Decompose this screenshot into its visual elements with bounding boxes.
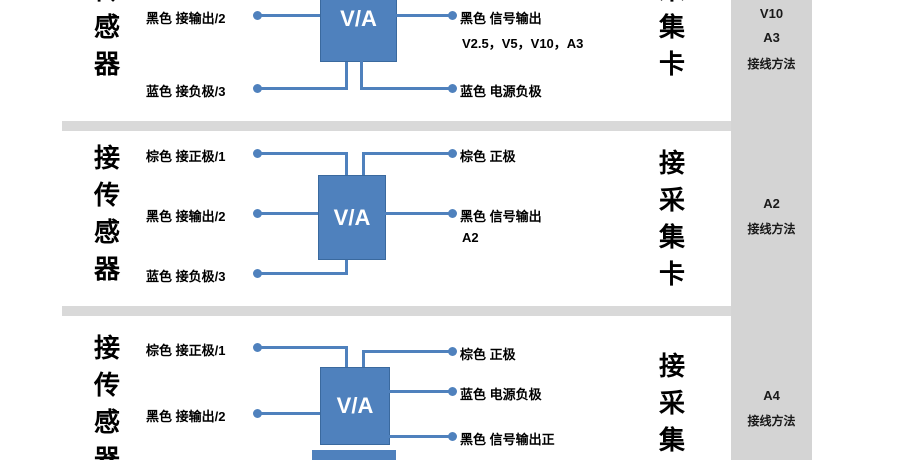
wire-terminal-dot <box>448 347 457 356</box>
left-wire-label: 棕色 接正极/1 <box>146 343 226 358</box>
partial-module-cutoff <box>312 450 396 460</box>
right-wire-label: 黑色 信号输出正 <box>460 432 555 447</box>
wire-segment <box>395 14 450 17</box>
sensor-side-title: 接传感器 <box>93 333 120 460</box>
wire-segment <box>258 212 318 215</box>
wire-segment <box>258 272 348 275</box>
wire-terminal-dot <box>253 11 262 20</box>
wire-segment <box>360 60 363 90</box>
card-side-title: 接采集卡 <box>658 351 685 455</box>
wire-terminal-dot <box>253 149 262 158</box>
left-wire-label: 黑色 接输出/2 <box>146 409 226 424</box>
left-wire-label: 蓝色 接负极/3 <box>146 269 226 284</box>
wire-segment <box>258 152 348 155</box>
method-caption: 接线方法 <box>747 57 796 71</box>
right-wire-label: 黑色 信号输出 <box>460 11 542 26</box>
method-panel <box>731 0 812 460</box>
wire-terminal-dot <box>448 432 457 441</box>
wire-segment <box>258 412 320 415</box>
right-wire-label: 蓝色 电源负极 <box>460 84 542 99</box>
wire-segment <box>258 346 348 349</box>
method-code: V10 <box>759 6 784 21</box>
wire-segment <box>362 152 365 175</box>
sensor-side-title: 接传感器 <box>93 0 120 79</box>
right-wire-label: 棕色 正极 <box>460 347 516 362</box>
wire-terminal-dot <box>448 149 457 158</box>
wire-terminal-dot <box>448 11 457 20</box>
wire-segment <box>258 87 348 90</box>
wire-segment <box>258 14 320 17</box>
right-wire-sublabel: A2 <box>462 230 479 245</box>
wire-segment <box>362 350 450 353</box>
wire-segment <box>362 350 365 367</box>
wire-segment <box>360 87 450 90</box>
wire-terminal-dot <box>448 84 457 93</box>
section-divider <box>62 121 731 131</box>
left-wire-label: 棕色 接正极/1 <box>146 149 226 164</box>
method-code: A3 <box>763 30 780 45</box>
wire-segment <box>384 212 450 215</box>
va-module: V/A <box>318 175 386 260</box>
card-side-title: 接采集卡 <box>658 0 685 79</box>
wire-terminal-dot <box>253 209 262 218</box>
wire-terminal-dot <box>448 209 457 218</box>
wire-segment <box>345 152 348 175</box>
card-side-title: 接采集卡 <box>658 148 685 289</box>
wire-terminal-dot <box>253 269 262 278</box>
wire-segment <box>345 346 348 367</box>
wire-segment <box>362 152 450 155</box>
method-caption: 接线方法 <box>747 222 796 236</box>
right-wire-label: 黑色 信号输出 <box>460 209 542 224</box>
right-wire-label: 蓝色 电源负极 <box>460 387 542 402</box>
wire-terminal-dot <box>448 387 457 396</box>
sensor-side-title: 接传感器 <box>93 143 120 284</box>
right-wire-label: 棕色 正极 <box>460 149 516 164</box>
left-wire-label: 黑色 接输出/2 <box>146 11 226 26</box>
method-code: A4 <box>763 388 780 403</box>
wire-segment <box>388 390 450 393</box>
right-wire-sublabel: V2.5，V5，V10，A3 <box>462 36 584 51</box>
left-wire-label: 黑色 接输出/2 <box>146 209 226 224</box>
va-module: V/A <box>320 367 390 445</box>
wire-terminal-dot <box>253 409 262 418</box>
left-wire-label: 蓝色 接负极/3 <box>146 84 226 99</box>
method-code: A2 <box>763 196 780 211</box>
wire-segment <box>345 60 348 90</box>
va-module: V/A <box>320 0 397 62</box>
wire-segment <box>388 435 450 438</box>
wire-terminal-dot <box>253 343 262 352</box>
wire-segment <box>345 258 348 275</box>
wire-terminal-dot <box>253 84 262 93</box>
section-divider <box>62 306 731 316</box>
method-caption: 接线方法 <box>747 414 796 428</box>
